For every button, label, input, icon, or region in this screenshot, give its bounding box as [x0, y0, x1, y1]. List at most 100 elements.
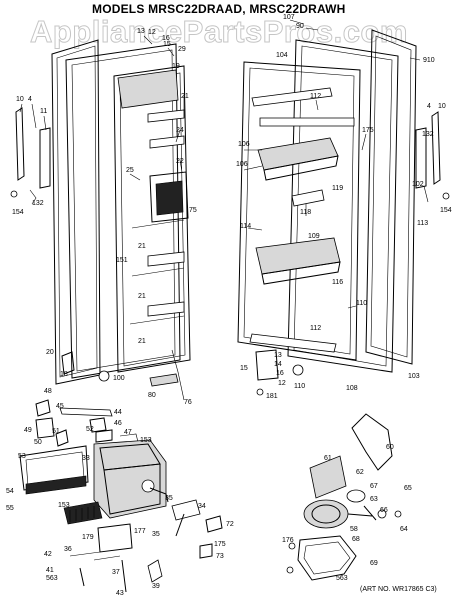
part-label: 15 [163, 41, 171, 48]
part-label: 29 [178, 46, 186, 53]
part-label: 35 [165, 495, 173, 502]
part-label: 50 [34, 439, 42, 446]
part-label: 110 [356, 300, 367, 307]
part-label: 60 [386, 444, 394, 451]
part-label: 25 [126, 167, 134, 174]
part-label: 175 [362, 127, 374, 134]
part-label: 21 [138, 243, 146, 250]
part-label: 53 [18, 453, 26, 460]
part-label: 153 [140, 437, 152, 444]
part-label: 41 [46, 567, 54, 574]
part-label: 45 [56, 403, 64, 410]
part-label: 67 [370, 483, 378, 490]
part-label: 154 [12, 209, 24, 216]
leader-lines [19, 19, 421, 309]
part-label: 114 [240, 223, 251, 230]
part-label: 52 [86, 426, 94, 433]
part-label: 103 [408, 373, 420, 380]
part-label: 910 [423, 57, 435, 64]
part-label: 46 [114, 420, 122, 427]
part-label: 68 [352, 536, 360, 543]
part-label: 118 [300, 209, 311, 216]
part-label: 563 [46, 575, 58, 582]
part-label: 12 [148, 29, 156, 36]
part-label: 107 [283, 14, 295, 21]
part-label: 106 [238, 141, 250, 148]
part-label: 73 [216, 553, 224, 560]
part-label: 75 [189, 207, 197, 214]
part-label: 13 [137, 28, 145, 35]
part-label: 108 [346, 385, 358, 392]
part-label: 64 [400, 526, 408, 533]
part-label: 47 [124, 429, 132, 436]
part-label: 35 [152, 531, 160, 538]
part-label: 61 [324, 455, 332, 462]
part-label: 154 [440, 207, 452, 214]
part-label: 62 [356, 469, 364, 476]
part-label: 36 [64, 546, 72, 553]
part-label: 100 [113, 375, 125, 382]
part-label: 19 [172, 63, 180, 70]
part-label: 119 [332, 185, 343, 192]
part-label: 132 [32, 200, 44, 207]
part-label: 48 [44, 388, 52, 395]
part-label: 179 [82, 534, 94, 541]
part-label: 112 [310, 93, 321, 100]
part-label: 54 [6, 488, 14, 495]
part-label: 69 [370, 560, 378, 567]
part-label: 113 [417, 220, 428, 227]
part-label: 176 [282, 537, 294, 544]
part-label: 104 [276, 52, 288, 59]
part-label: 181 [266, 393, 278, 400]
part-label: 14 [274, 361, 282, 368]
part-label: 21 [181, 93, 189, 100]
part-label: 58 [350, 526, 358, 533]
part-label: 109 [308, 233, 320, 240]
part-label: 13 [274, 352, 282, 359]
part-label: 112 [310, 325, 321, 332]
part-label: 16 [276, 370, 284, 377]
part-label: 4 [427, 103, 431, 110]
part-label: 39 [152, 583, 160, 590]
part-label: 66 [380, 507, 388, 514]
part-label: 20 [46, 349, 54, 356]
part-label: 21 [138, 338, 146, 345]
part-label: 11 [40, 108, 47, 115]
part-label: 65 [404, 485, 412, 492]
part-label: 44 [114, 409, 122, 416]
part-label: 49 [24, 427, 32, 434]
part-label: 76 [184, 399, 192, 406]
part-label: 55 [6, 505, 14, 512]
part-label: 51 [52, 428, 60, 435]
part-label: 153 [58, 502, 70, 509]
part-label: 132 [422, 131, 434, 138]
part-label: 563 [336, 575, 348, 582]
dispenser-mechanism-assembly [19, 399, 223, 593]
part-label: 33 [82, 455, 90, 462]
part-label: 12 [278, 380, 286, 387]
fresh-food-door-assembly [237, 29, 450, 396]
part-label: 34 [198, 503, 206, 510]
freezer-door-assembly [10, 39, 191, 401]
page-title: MODELS MRSC22DRAAD, MRSC22DRAWH [92, 2, 346, 16]
part-label: 151 [116, 257, 128, 264]
part-label: 10 [16, 96, 24, 103]
part-label: 175 [214, 541, 226, 548]
part-label: 37 [112, 569, 120, 576]
part-labels: 107 90 910 13 15 29 16 19 12 21 24 22 25… [6, 14, 452, 597]
part-label: 72 [226, 521, 234, 528]
part-label: 110 [294, 383, 305, 390]
part-label: 42 [44, 551, 52, 558]
part-label: 63 [370, 496, 378, 503]
part-label: 18 [60, 371, 68, 378]
part-label: 90 [296, 23, 304, 30]
part-label: 177 [134, 528, 146, 535]
motor-assembly [286, 413, 402, 581]
art-number: (ART NO. WR17865 C3) [360, 586, 437, 593]
part-label: 80 [148, 392, 156, 399]
part-label: 43 [116, 590, 124, 597]
part-label: 15 [240, 365, 248, 372]
part-label: 16 [162, 35, 170, 42]
part-label: 106 [236, 161, 248, 168]
